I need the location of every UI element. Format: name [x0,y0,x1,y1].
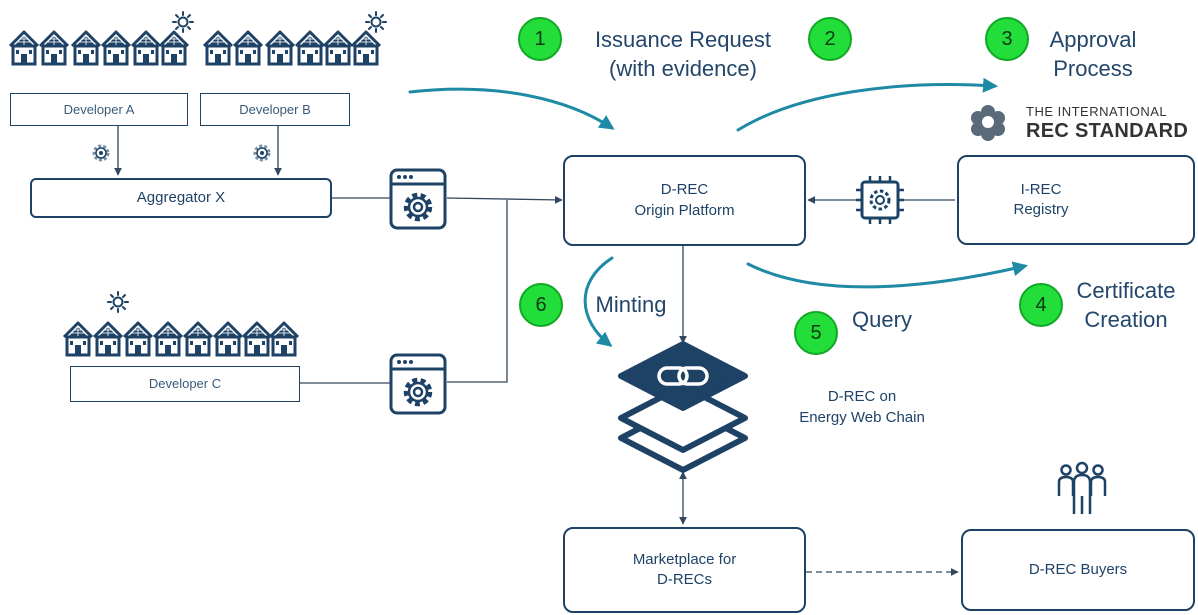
step-5-label: Query [852,307,912,332]
settings-window-icon [391,355,445,413]
houses-developer-b [202,11,387,66]
house-icon [158,30,190,66]
houses-developer-c [62,291,300,357]
step-5-badge: 5 [794,311,838,355]
buyers-box: D-REC Buyers [961,529,1195,611]
house-icon [241,321,273,357]
sun-icon [172,11,194,33]
house-icon [62,321,94,357]
house-icon [92,321,124,357]
house-icon [202,30,234,66]
settings-window-icon [391,170,445,228]
developer-a-box: Developer A [10,93,188,126]
house-icon [8,30,40,66]
settings-to-origin-arrow [446,195,563,204]
developer-c-box: Developer C [70,366,300,402]
house-icon [350,30,382,66]
house-icon [232,30,264,66]
sun-icon [365,11,387,33]
marketplace-box: Marketplace for D-RECs [563,527,806,613]
house-icon [264,30,296,66]
irec-logo-icon [971,105,1005,141]
irec-registry-box: I-REC Registry [957,155,1195,245]
minting-flow-arrow [583,256,614,347]
flow-arrows [408,77,1028,347]
chip-icon [856,176,904,224]
house-icon [130,30,162,66]
house-icon [70,30,102,66]
house-icon [182,321,214,357]
house-icon [322,30,354,66]
devc-to-origin-line [447,200,508,383]
step-4-label: Certificate Creation [1076,278,1176,333]
approval-flow-arrow [736,77,998,132]
step-6-label: Minting [595,292,667,317]
house-icon [122,321,154,357]
irec-logo-line2: REC STANDARD [1026,120,1189,142]
gear-icon [253,144,271,162]
certificate-flow-arrow [746,261,1028,289]
houses-developer-a [8,11,194,66]
irec-logo-line1: THE INTERNATIONAL [1026,104,1168,119]
house-icon [294,30,326,66]
house-icon [100,30,132,66]
issuance-flow-arrow [408,87,615,130]
chain-label: D-REC on Energy Web Chain [799,388,925,426]
blockchain-icon [618,341,748,473]
people-icon [1057,461,1107,514]
sun-icon [107,291,129,313]
step-6-badge: 6 [519,283,563,327]
house-icon [152,321,184,357]
developer-b-box: Developer B [200,93,350,126]
house-icon [212,321,244,357]
irec-logo: THE INTERNATIONAL REC STANDARD [968,102,1193,144]
origin-platform-box: D-REC Origin Platform [563,155,806,246]
gear-icon [92,144,110,162]
step-3-label: Approval Process [1049,27,1137,82]
step-1-label: Issuance Request (with evidence) [594,27,772,82]
step-1-badge: 1 [518,17,562,61]
aggregator-box: Aggregator X [30,178,332,218]
step-3-badge: 3 [985,17,1029,61]
house-icon [268,321,300,357]
step-4-badge: 4 [1019,283,1063,327]
step-2-badge: 2 [808,17,852,61]
house-icon [38,30,70,66]
